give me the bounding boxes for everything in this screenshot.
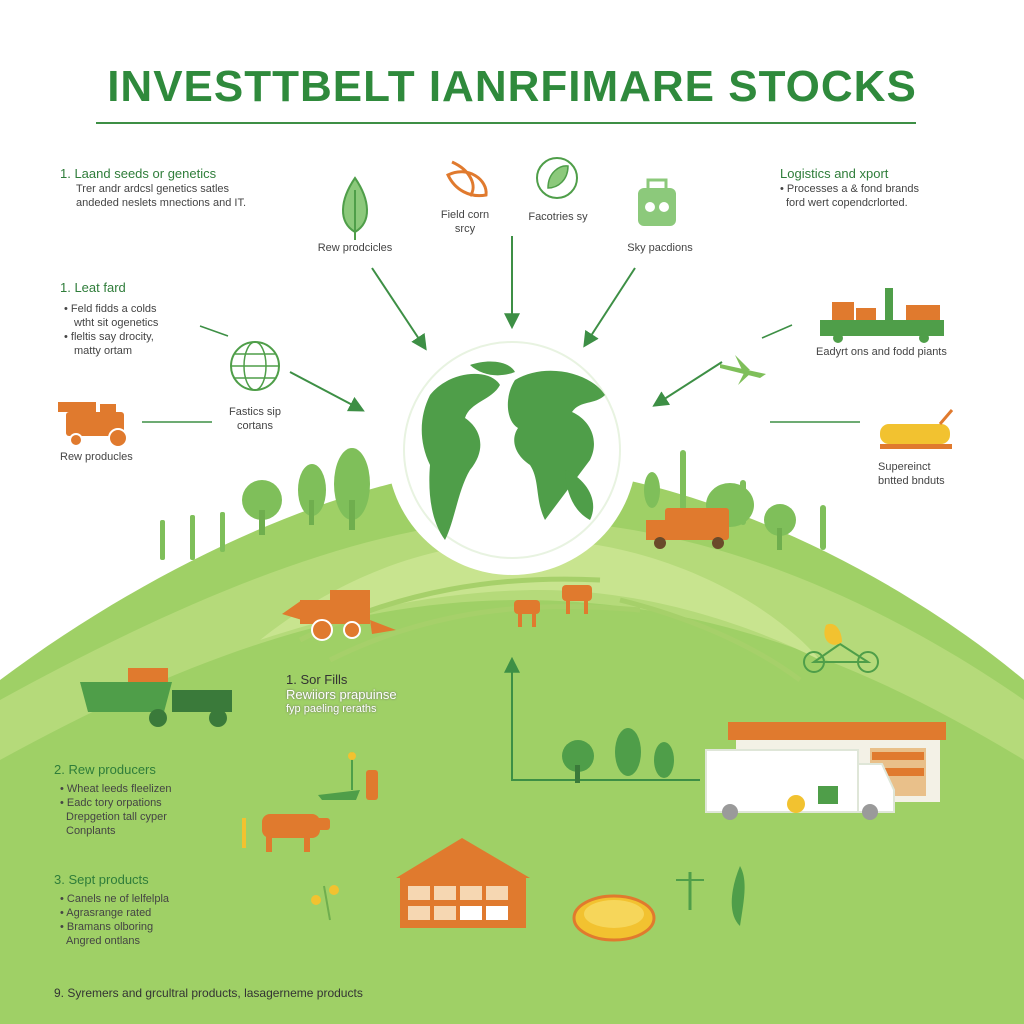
grain-bowl-icon <box>572 894 656 942</box>
cow-icon <box>514 585 592 627</box>
section-line: Conplants <box>66 825 116 837</box>
section-line: andeded neslets mnections and IT. <box>76 197 247 209</box>
section-line: wtht sit ogenetics <box>74 317 159 329</box>
section-heading: 1. Sor Fills <box>286 672 348 687</box>
label-supermarket: Supereinct bntted bnduts <box>878 460 945 488</box>
label-raw-products: Rew producles <box>60 451 133 463</box>
globe-grid-icon <box>230 341 280 391</box>
section-sept-products: 3. Sept products • Canels ne of lelfelpl… <box>54 872 234 948</box>
label-field-corn: Field corn <box>440 209 490 221</box>
tractor-icon <box>58 402 128 448</box>
delivery-truck-icon <box>80 668 232 727</box>
flow-arrow <box>289 371 365 412</box>
label-sky: Sky pacdions <box>627 242 693 254</box>
delivery-truck-icon <box>705 749 895 820</box>
section-line: • Feld fidds a colds <box>64 303 157 315</box>
tree-icon <box>562 728 674 783</box>
leaf-circle-icon <box>536 157 578 199</box>
plant-icon <box>311 866 745 926</box>
hill-band <box>0 520 1024 760</box>
package-icon <box>638 178 676 226</box>
section-heading: Logistics and xport <box>780 166 889 181</box>
label-line: Supereinct <box>878 461 931 473</box>
world-globe-icon <box>387 325 637 575</box>
page-title: INVESTTBELT IANRFIMARE STOCKS <box>107 62 917 111</box>
section-soil-fills: 1. Sor Fills Rewiiors prapuinse fyp pael… <box>286 672 466 716</box>
flow-arrow <box>504 656 700 781</box>
label-food-plants: Eadyrt ons and fodd piants <box>816 346 947 358</box>
leaf-icon <box>342 176 368 240</box>
section-line: • fleltis say drocity, <box>64 331 154 343</box>
section-line: • Wheat leeds fleelizen <box>60 783 172 795</box>
airplane-icon <box>720 355 766 385</box>
warehouse-icon <box>396 838 530 928</box>
tree-icon <box>160 448 826 560</box>
truck-icon <box>646 508 729 549</box>
flow-arrow <box>583 267 636 348</box>
section-line: ford wert copendcrlorted. <box>786 197 908 209</box>
label-raw-top: Rew prodcicles <box>317 242 393 254</box>
section-line: Drepgetion tall cyper <box>66 811 167 823</box>
section-seeds: 1. Laand seeds or genetics Trer andr ard… <box>60 166 310 210</box>
label-fastics: Fastics sip <box>229 406 281 418</box>
section-line: • Bramans olboring <box>60 921 154 933</box>
label-line: bntted bnduts <box>878 475 945 487</box>
connector-line <box>199 325 229 337</box>
section-line: • Eadc tory orpations <box>60 797 162 809</box>
truck-icon <box>820 288 944 343</box>
section-heading: 1. Leat fard <box>60 280 126 295</box>
sprout-icon <box>446 160 488 198</box>
flow-arrow <box>652 361 723 407</box>
section-line: Rewiiors prapuinse <box>286 687 397 702</box>
cow-icon <box>242 814 330 852</box>
section-line: • Canels ne of lelfelpla <box>60 893 170 905</box>
section-line: • Processes a & fond brands <box>780 183 919 195</box>
section-heading: 2. Rew producers <box>54 762 156 777</box>
section-raw-producers: 2. Rew producers • Wheat leeds fleelizen… <box>54 762 234 838</box>
section-line: Angred ontlans <box>66 935 140 947</box>
label-field-corn-sub: srcy <box>454 223 476 235</box>
section-line: matty ortam <box>74 345 133 357</box>
bicycle-icon <box>803 623 879 673</box>
section-line: Trer andr ardcsl genetics satles <box>76 183 230 195</box>
harvester-icon <box>282 590 396 641</box>
section-lead-field: 1. Leat fard • Feld fidds a colds wtht s… <box>60 280 240 358</box>
flow-arrow <box>371 267 427 351</box>
title-rule <box>96 122 916 124</box>
label-fastics-sub: cortans <box>236 420 274 432</box>
tank-wagon-icon <box>880 409 954 449</box>
section-logistics: Logistics and xport • Processes a & fond… <box>780 166 980 210</box>
section-heading: 1. Laand seeds or genetics <box>60 166 217 181</box>
section-line: fyp paeling reraths <box>286 703 377 715</box>
connector-line <box>761 324 793 339</box>
hill-stripe <box>619 597 802 683</box>
hill-band <box>260 540 820 660</box>
bottle-icon <box>318 752 378 800</box>
hill-stripe <box>328 604 641 663</box>
section-line: • Agrasrange rated <box>60 907 152 919</box>
label-factories: Facotries sy <box>528 211 588 223</box>
section-heading: 3. Sept products <box>54 872 149 887</box>
footer-note: 9. Syremers and grcultral products, lasa… <box>54 986 363 1000</box>
